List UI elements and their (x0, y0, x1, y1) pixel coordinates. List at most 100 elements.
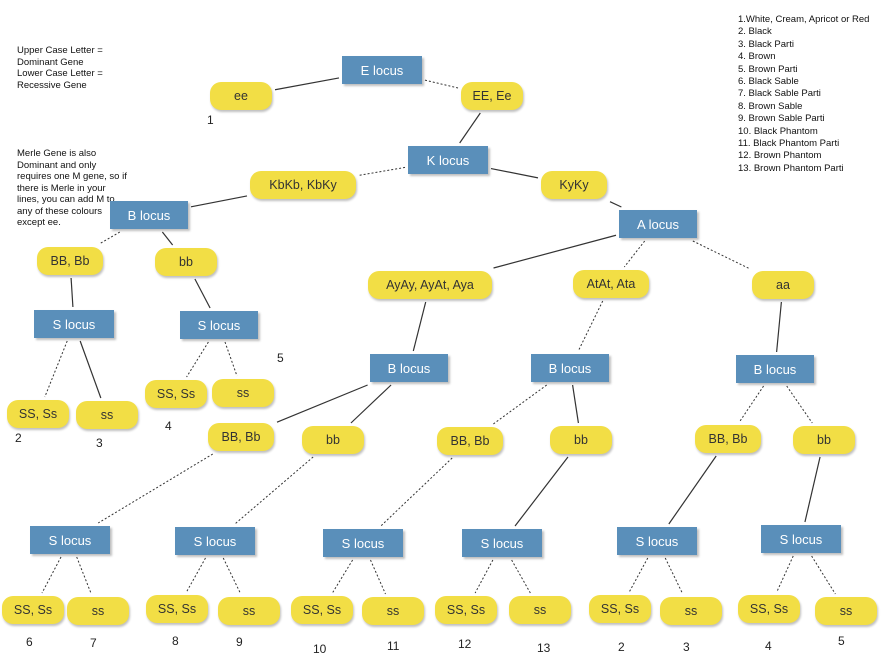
outcome-number-out_SS_Ss_1: 2 (15, 431, 22, 445)
edge-s_locus_4-to-ss_4 (222, 557, 242, 595)
legend-item-6: 6. Black Sable (738, 76, 799, 88)
genotype-pill-SS_Ss_4: SS, Ss (146, 595, 208, 623)
edge-a_locus-to-aa (692, 240, 750, 269)
outcome-number-out_ss_8: 5 (838, 634, 845, 648)
outcome-number-out_ss_1: 3 (96, 436, 103, 450)
edge-b_locus_3-to-BB_Bb_3 (492, 384, 548, 425)
edge-b_locus_4-to-BB_Bb_4 (738, 385, 765, 423)
locus-box-b_locus_4: B locus (736, 355, 814, 383)
locus-box-s_locus_8: S locus (761, 525, 841, 553)
genotype-pill-SS_Ss_3: SS, Ss (2, 596, 64, 624)
genotype-pill-ss_6: ss (509, 596, 571, 624)
legend-item-9: 9. Brown Sable Parti (738, 113, 825, 125)
edge-KbKb_KbKy-to-b_locus_1 (190, 195, 248, 208)
edge-aa-to-b_locus_4 (776, 301, 782, 353)
outcome-number-out_SS_Ss_3: 6 (26, 635, 33, 649)
locus-box-s_locus_2: S locus (180, 311, 258, 339)
edge-KyKy-to-a_locus (609, 201, 622, 208)
edge-s_locus_7-to-SS_Ss_7 (628, 557, 649, 593)
outcome-number-out_ss_4: 9 (236, 635, 243, 649)
edge-s_locus_7-to-ss_7 (664, 557, 684, 595)
outcome-number-out_SS_Ss_5: 10 (313, 642, 327, 656)
genotype-pill-SS_Ss_5: SS, Ss (291, 596, 353, 624)
edge-s_locus_6-to-SS_Ss_6 (474, 559, 494, 594)
genotype-pill-bb_2: bb (302, 426, 364, 454)
edge-b_locus_2-to-BB_Bb_2 (276, 384, 368, 423)
genotype-pill-ss_1: ss (76, 401, 138, 429)
merle-note: Merle Gene is also Dominant and only req… (17, 148, 127, 228)
genotype-pill-bb_1: bb (155, 248, 217, 276)
genotype-pill-EE_Ee: EE, Ee (461, 82, 523, 110)
edge-bb_1-to-s_locus_2 (194, 278, 211, 309)
genotype-pill-aa: aa (752, 271, 814, 299)
outcome-number-out_ss_7: 3 (683, 640, 690, 654)
edge-k_locus-to-KbKb_KbKy (358, 166, 406, 176)
edge-bb_2-to-s_locus_4 (234, 456, 314, 525)
locus-box-s_locus_1: S locus (34, 310, 114, 338)
edge-s_locus_1-to-SS_Ss_1 (44, 340, 68, 398)
outcome-number-out_ss_2: 5 (277, 351, 284, 365)
edge-BB_Bb_1-to-s_locus_1 (70, 277, 74, 308)
edge-s_locus_5-to-ss_5 (370, 559, 386, 595)
outcome-number-out_ee: 1 (207, 113, 214, 127)
genotype-pill-AyAy: AyAy, AyAt, Aya (368, 271, 492, 299)
locus-box-b_locus_3: B locus (531, 354, 609, 382)
genotype-pill-ss_5: ss (362, 597, 424, 625)
edge-BB_Bb_3-to-s_locus_5 (380, 457, 453, 527)
edge-b_locus_2-to-bb_2 (350, 384, 392, 424)
edge-AyAy-to-b_locus_2 (412, 301, 427, 352)
legend-item-10: 10. Black Phantom (738, 125, 818, 137)
edge-s_locus_2-to-SS_Ss_2 (186, 341, 209, 378)
locus-box-s_locus_6: S locus (462, 529, 542, 557)
outcome-number-out_ss_6: 13 (537, 641, 551, 655)
locus-box-s_locus_3: S locus (30, 526, 110, 554)
legend-item-5: 5. Brown Parti (738, 63, 798, 75)
locus-box-s_locus_4: S locus (175, 527, 255, 555)
genotype-pill-KbKb_KbKy: KbKb, KbKy (250, 171, 356, 199)
edge-e_locus-to-ee (274, 77, 340, 91)
locus-box-b_locus_1: B locus (110, 201, 188, 229)
genotype-pill-KyKy: KyKy (541, 171, 607, 199)
edge-s_locus_8-to-ss_8 (811, 555, 836, 595)
outcome-number-out_SS_Ss_7: 2 (618, 640, 625, 654)
genotype-pill-ss_7: ss (660, 597, 722, 625)
edge-EE_Ee-to-k_locus (459, 112, 481, 144)
genotype-pill-ss_2: ss (212, 379, 274, 407)
edge-bb_3-to-s_locus_6 (514, 456, 569, 527)
genotype-pill-SS_Ss_2: SS, Ss (145, 380, 207, 408)
genotype-pill-bb_3: bb (550, 426, 612, 454)
edge-s_locus_6-to-ss_6 (511, 559, 531, 594)
edge-BB_Bb_2-to-s_locus_3 (97, 453, 214, 524)
edge-s_locus_4-to-SS_Ss_4 (186, 557, 206, 593)
edge-b_locus_3-to-bb_3 (572, 384, 579, 424)
outcome-number-out_SS_Ss_6: 12 (458, 637, 472, 651)
notes-panel: Upper Case Letter = Dominant Gene Lower … (17, 22, 145, 240)
legend-item-2: 2. Black (738, 26, 772, 38)
genotype-pill-bb_4: bb (793, 426, 855, 454)
edge-s_locus_5-to-SS_Ss_5 (331, 559, 354, 594)
edge-b_locus_4-to-bb_4 (786, 385, 813, 424)
legend-item-12: 12. Brown Phantom (738, 150, 822, 162)
genotype-pill-BB_Bb_3: BB, Bb (437, 427, 503, 455)
legend-item-1: 1.White, Cream, Apricot or Red (738, 14, 870, 25)
edge-s_locus_2-to-ss_2 (224, 341, 238, 377)
edge-e_locus-to-EE_Ee (424, 79, 459, 89)
genotype-pill-SS_Ss_1: SS, Ss (7, 400, 69, 428)
outcome-number-out_SS_Ss_4: 8 (172, 634, 179, 648)
genotype-pill-BB_Bb_2: BB, Bb (208, 423, 274, 451)
genotype-pill-ss_4: ss (218, 597, 280, 625)
genotype-pill-ss_3: ss (67, 597, 129, 625)
locus-box-a_locus: A locus (619, 210, 697, 238)
legend-item-11: 11. Black Phantom Parti (738, 138, 840, 150)
genotype-pill-SS_Ss_8: SS, Ss (738, 595, 800, 623)
genotype-pill-BB_Bb_4: BB, Bb (695, 425, 761, 453)
edge-BB_Bb_4-to-s_locus_7 (668, 455, 717, 525)
edge-AtAt-to-b_locus_3 (577, 300, 604, 352)
genotype-pill-ee: ee (210, 82, 272, 110)
edge-a_locus-to-AtAt (623, 240, 646, 268)
genotype-pill-SS_Ss_7: SS, Ss (589, 595, 651, 623)
legend-item-13: 13. Brown Phantom Parti (738, 162, 844, 174)
genotype-pill-SS_Ss_6: SS, Ss (435, 596, 497, 624)
outcome-number-out_SS_Ss_8: 4 (765, 639, 772, 653)
